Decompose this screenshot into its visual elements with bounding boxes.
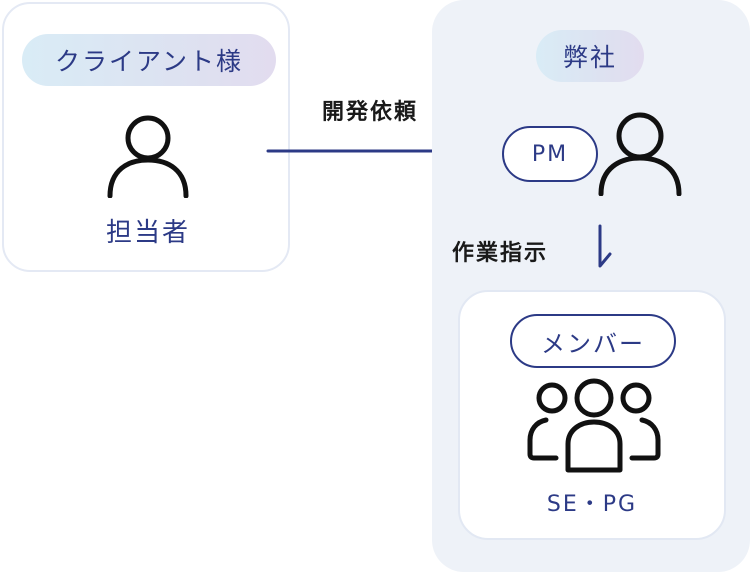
company-title: 弊社 [562,43,617,72]
client-title: クライアント様 [54,47,243,76]
company-panel: 弊社 PM 作業指示 メンバー [432,0,750,572]
member-role: SE・PG [546,492,638,517]
member-title-pill: メンバー [510,314,676,368]
member-title: メンバー [541,329,645,358]
client-role: 担当者 [105,218,190,248]
pm-pill: PM [502,126,598,182]
arrow-down-icon [598,224,612,268]
client-title-pill: クライアント様 [22,34,276,86]
request-label: 開発依頼 [321,100,418,125]
member-box: メンバー SE・PG [458,290,726,540]
person-icon [598,112,682,196]
company-title-pill: 弊社 [536,30,644,82]
client-box: クライアント様 担当者 [2,2,290,272]
group-icon [527,378,661,473]
task-label: 作業指示 [452,241,549,266]
person-icon [107,115,189,198]
pm-label: PM [531,141,569,167]
